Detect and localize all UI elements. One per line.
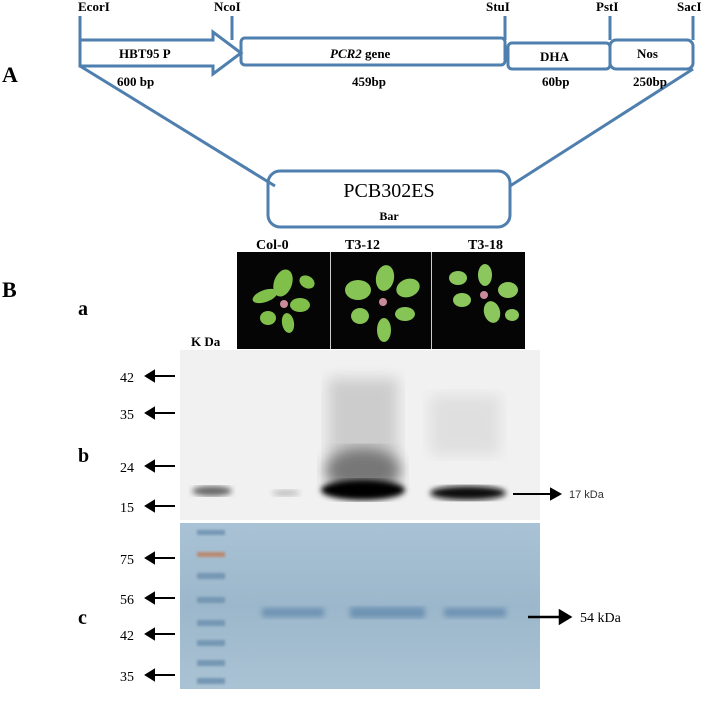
construct-diagram bbox=[78, 16, 695, 229]
pcr2-gene-rest: gene bbox=[362, 46, 391, 61]
vector-marker: Bar bbox=[379, 209, 399, 223]
plant-photo-t3-18 bbox=[432, 252, 525, 349]
gel-marker-arrows bbox=[144, 551, 175, 682]
site-ecori: EcorI bbox=[78, 0, 110, 14]
western-blot bbox=[180, 350, 540, 520]
ladder-bands bbox=[197, 530, 225, 684]
wb-marker-35: 35 bbox=[120, 408, 134, 423]
site-psti: PstI bbox=[596, 0, 618, 14]
gel-marker-56: 56 bbox=[120, 593, 134, 608]
left-connector bbox=[79, 64, 276, 188]
sample-t3-18: T3-18 bbox=[468, 238, 503, 253]
promoter-size: 600 bp bbox=[117, 74, 154, 89]
sub-a-label: a bbox=[78, 298, 88, 320]
dha-size: 60bp bbox=[542, 74, 569, 89]
pcr2-size: 459bp bbox=[352, 74, 386, 89]
band-t3-18 bbox=[430, 486, 506, 500]
wb-marker-24: 24 bbox=[120, 461, 134, 476]
gel-marker-75: 75 bbox=[120, 553, 134, 568]
rosette-col0 bbox=[252, 269, 315, 333]
dha-label: DHA bbox=[540, 49, 570, 64]
western-marker-arrows bbox=[144, 369, 175, 513]
sub-b-label: b bbox=[78, 445, 89, 467]
wb-marker-42: 42 bbox=[120, 371, 134, 386]
gel-marker-35: 35 bbox=[120, 670, 134, 685]
site-ncoi: NcoI bbox=[214, 0, 241, 14]
gel-marker-42: 42 bbox=[120, 629, 134, 644]
wb-marker-15: 15 bbox=[120, 501, 134, 516]
rosette-t3-18 bbox=[449, 264, 519, 323]
site-saci: SacI bbox=[677, 0, 702, 14]
vector-name: PCB302ES bbox=[343, 180, 434, 202]
pcr2-gene-label: PCR2 gene bbox=[330, 46, 391, 61]
band-marker bbox=[192, 486, 232, 496]
pcr2-gene-box bbox=[239, 36, 507, 67]
band-54-label: 54 kDa bbox=[580, 611, 622, 626]
promoter-arrow bbox=[78, 29, 244, 77]
sample-col0: Col-0 bbox=[256, 238, 289, 253]
right-connector bbox=[509, 67, 694, 188]
site-stui: StuI bbox=[486, 0, 510, 14]
band-17-label: 17 kDa bbox=[569, 489, 605, 501]
sample-t3-12: T3-12 bbox=[345, 238, 380, 253]
nos-size: 250bp bbox=[633, 74, 667, 89]
plant-photos bbox=[237, 252, 525, 349]
coomassie-gel bbox=[180, 523, 540, 689]
nos-box bbox=[608, 38, 695, 71]
panel-a-label: A bbox=[2, 62, 18, 87]
panel-b-label: B bbox=[2, 277, 17, 302]
band-t3-12 bbox=[321, 480, 405, 500]
band-54-arrow bbox=[528, 608, 573, 626]
nos-label: Nos bbox=[637, 46, 658, 61]
vector-box bbox=[266, 169, 512, 229]
sub-c-label: c bbox=[78, 607, 87, 629]
promoter-label: HBT95 P bbox=[119, 46, 171, 61]
rubisco-bands bbox=[262, 607, 506, 618]
kda-label: K Da bbox=[191, 334, 221, 349]
pcr2-gene-italic: PCR2 bbox=[330, 46, 362, 61]
rosette-t3-12 bbox=[345, 265, 420, 342]
band-17-arrow bbox=[513, 487, 563, 501]
